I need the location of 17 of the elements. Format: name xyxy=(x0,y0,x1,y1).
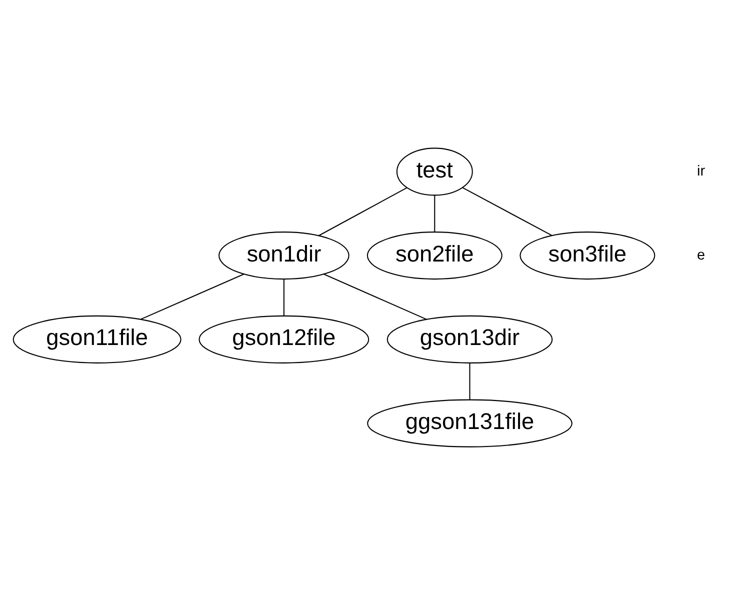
connector xyxy=(140,274,244,320)
connector xyxy=(318,187,407,236)
connector xyxy=(323,274,426,320)
node-ellipse: gson12file xyxy=(198,315,369,364)
connector xyxy=(282,278,284,316)
label: ir xyxy=(696,164,705,180)
node-ellipse: son1dir xyxy=(218,232,349,280)
connector xyxy=(434,195,435,232)
node-ellipse: son3file xyxy=(519,232,655,280)
node-ellipse: gson13dir xyxy=(386,315,552,364)
connector xyxy=(468,362,470,400)
label: e xyxy=(696,247,705,264)
node-ellipse: son2file xyxy=(366,232,502,280)
connector xyxy=(462,187,552,236)
node-ellipse: ggson131file xyxy=(366,399,572,448)
node-ellipse: gson11file xyxy=(12,315,181,364)
node-ellipse: test xyxy=(396,148,472,196)
